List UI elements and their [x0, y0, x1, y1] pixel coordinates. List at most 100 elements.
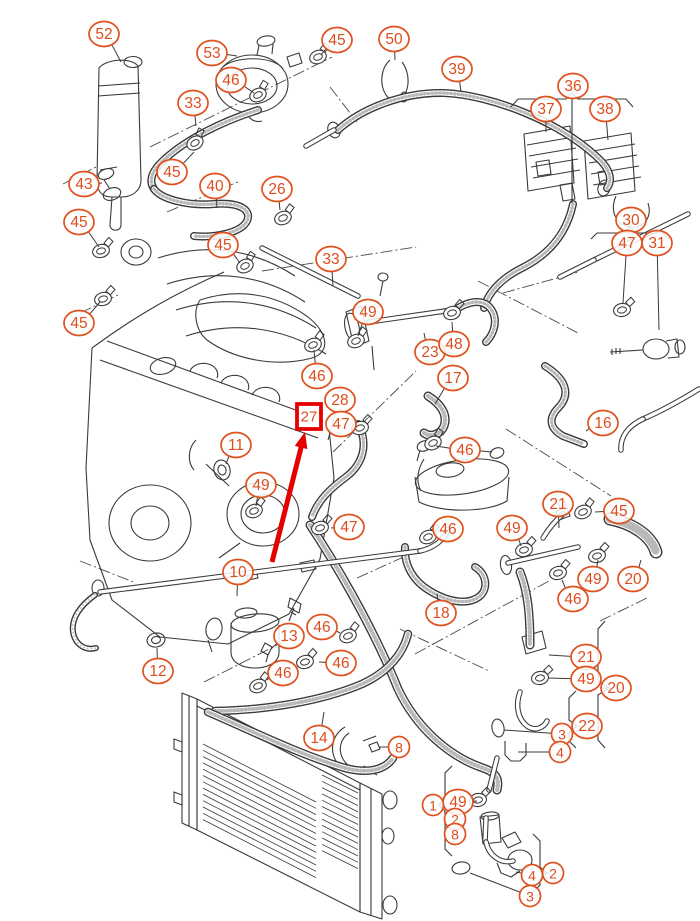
- callout-circle[interactable]: [333, 513, 365, 541]
- callout-circle[interactable]: [603, 497, 635, 525]
- callout-circle[interactable]: [571, 712, 603, 740]
- callout-47[interactable]: 47: [330, 513, 365, 541]
- callout-circle[interactable]: [273, 622, 305, 650]
- callout-46[interactable]: 46: [306, 613, 341, 641]
- callout-4[interactable]: 4: [518, 740, 572, 764]
- callout-20[interactable]: 20: [600, 674, 632, 702]
- callout-45[interactable]: 45: [320, 26, 353, 56]
- callout-circle[interactable]: [207, 231, 239, 259]
- callout-46[interactable]: 46: [432, 515, 464, 543]
- callout-37[interactable]: 37: [530, 95, 562, 133]
- callout-45[interactable]: 45: [156, 151, 195, 186]
- callout-circle[interactable]: [600, 674, 632, 702]
- callout-circle[interactable]: [432, 515, 464, 543]
- callout-21[interactable]: 21: [542, 490, 574, 529]
- callout-circle[interactable]: [548, 740, 572, 764]
- callout-2[interactable]: 2: [541, 861, 565, 885]
- callout-50[interactable]: 50: [378, 25, 410, 61]
- callout-circle[interactable]: [530, 95, 562, 123]
- callout-46[interactable]: 46: [301, 349, 333, 390]
- callout-8[interactable]: 8: [379, 735, 411, 759]
- callout-circle[interactable]: [496, 514, 528, 542]
- callout-17[interactable]: 17: [434, 364, 469, 405]
- callout-12[interactable]: 12: [142, 647, 174, 685]
- callout-circle[interactable]: [387, 735, 411, 759]
- callout-49[interactable]: 49: [577, 559, 609, 593]
- callout-47[interactable]: 47: [611, 229, 643, 304]
- callout-circle[interactable]: [306, 613, 338, 641]
- callout-circle[interactable]: [421, 793, 445, 817]
- callout-circle[interactable]: [245, 471, 277, 499]
- callout-36[interactable]: 36: [557, 72, 589, 100]
- callout-46[interactable]: 46: [435, 436, 493, 464]
- callout-33[interactable]: 33: [177, 89, 209, 127]
- callout-1[interactable]: 1: [421, 793, 445, 817]
- callout-46[interactable]: 46: [215, 66, 255, 94]
- callout-45[interactable]: 45: [207, 231, 241, 264]
- callout-26[interactable]: 26: [261, 175, 293, 211]
- callout-8[interactable]: 8: [443, 822, 467, 846]
- callout-circle[interactable]: [177, 89, 209, 117]
- callout-38[interactable]: 38: [589, 95, 621, 141]
- callout-circle[interactable]: [63, 309, 95, 337]
- callout-49[interactable]: 49: [352, 298, 384, 337]
- callout-circle[interactable]: [303, 724, 335, 752]
- callout-circle[interactable]: [641, 229, 673, 257]
- callout-30[interactable]: 30: [615, 206, 647, 234]
- callout-16[interactable]: 16: [585, 409, 619, 437]
- callout-circle[interactable]: [63, 208, 95, 236]
- callout-46[interactable]: 46: [557, 579, 589, 613]
- callout-10[interactable]: 10: [222, 558, 254, 597]
- callout-circle[interactable]: [441, 55, 473, 83]
- callout-49[interactable]: 49: [496, 514, 528, 547]
- callout-circle[interactable]: [438, 330, 470, 358]
- callout-circle[interactable]: [587, 409, 619, 437]
- callout-circle[interactable]: [220, 431, 252, 459]
- callout-39[interactable]: 39: [441, 55, 473, 93]
- callout-45[interactable]: 45: [63, 301, 101, 337]
- callout-3[interactable]: 3: [469, 872, 542, 908]
- callout-53[interactable]: 53: [196, 39, 238, 67]
- callout-circle[interactable]: [449, 436, 481, 464]
- callout-23[interactable]: 23: [414, 332, 446, 366]
- callout-circle[interactable]: [199, 172, 231, 200]
- callout-circle[interactable]: [589, 95, 621, 123]
- callout-circle[interactable]: [88, 20, 120, 48]
- callout-circle[interactable]: [222, 558, 254, 586]
- callout-circle[interactable]: [325, 410, 357, 438]
- callout-circle[interactable]: [325, 649, 357, 677]
- callout-4[interactable]: 4: [515, 863, 544, 887]
- callout-11[interactable]: 11: [220, 431, 252, 465]
- callout-circle[interactable]: [215, 66, 247, 94]
- callout-circle[interactable]: [557, 72, 589, 100]
- callout-circle[interactable]: [321, 26, 353, 54]
- callout-14[interactable]: 14: [303, 711, 335, 752]
- callout-circle[interactable]: [570, 665, 602, 693]
- callout-circle[interactable]: [261, 175, 293, 203]
- callout-circle[interactable]: [518, 884, 542, 908]
- callout-45[interactable]: 45: [594, 497, 635, 525]
- callout-circle[interactable]: [617, 565, 649, 593]
- callout-circle[interactable]: [577, 565, 609, 593]
- callout-13[interactable]: 13: [270, 622, 305, 650]
- callout-31[interactable]: 31: [641, 229, 673, 331]
- callout-46[interactable]: 46: [266, 659, 299, 687]
- callout-circle[interactable]: [267, 659, 299, 687]
- callout-43[interactable]: 43: [68, 170, 103, 198]
- callout-circle[interactable]: [68, 170, 100, 198]
- callout-circle[interactable]: [443, 822, 467, 846]
- callout-52[interactable]: 52: [88, 20, 122, 63]
- callout-33[interactable]: 33: [315, 245, 347, 287]
- callout-circle[interactable]: [557, 585, 589, 613]
- callout-circle[interactable]: [315, 245, 347, 273]
- callout-21[interactable]: 21: [548, 643, 602, 671]
- callout-circle[interactable]: [378, 25, 410, 53]
- callout-49[interactable]: 49: [245, 471, 277, 507]
- highlighted-callout-27[interactable]: 27: [269, 402, 323, 563]
- callout-48[interactable]: 48: [438, 321, 470, 358]
- callout-3[interactable]: 3: [503, 722, 574, 746]
- callout-40[interactable]: 40: [199, 172, 231, 209]
- callout-49[interactable]: 49: [547, 665, 602, 693]
- callout-circle[interactable]: [437, 364, 469, 392]
- highlight-box-27[interactable]: [295, 402, 323, 431]
